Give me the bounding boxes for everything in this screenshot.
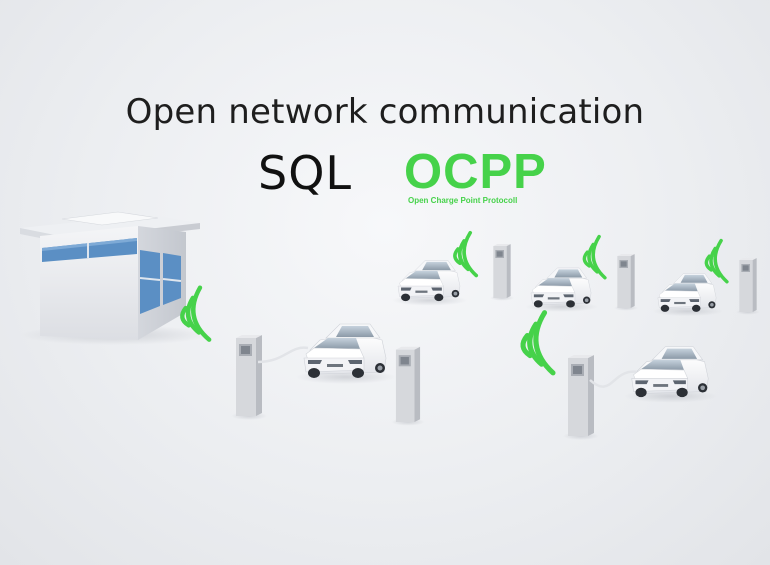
central-server-building-icon	[20, 211, 210, 345]
sql-label: SQL	[258, 146, 353, 200]
charging-station-icon	[391, 346, 425, 426]
charging-station-icon	[736, 258, 760, 315]
charging-station-icon	[231, 335, 309, 420]
electric-car-icon	[623, 346, 719, 404]
charging-station-icon	[563, 355, 639, 440]
electric-car-icon	[524, 267, 599, 313]
charging-station-icon	[490, 244, 514, 301]
headline: Open network communication	[125, 92, 645, 132]
electric-car-icon	[391, 259, 468, 307]
electric-car-icon	[295, 323, 397, 385]
ocpp-subtitle: Open Charge Point Protocoll	[408, 196, 518, 205]
wireless-signal-icon	[449, 230, 479, 281]
electric-car-icon	[651, 273, 724, 317]
wireless-signal-icon	[519, 313, 553, 377]
charging-station-icon	[614, 254, 638, 311]
wireless-signal-icon	[579, 234, 607, 283]
ocpp-label: OCPP	[404, 145, 547, 199]
